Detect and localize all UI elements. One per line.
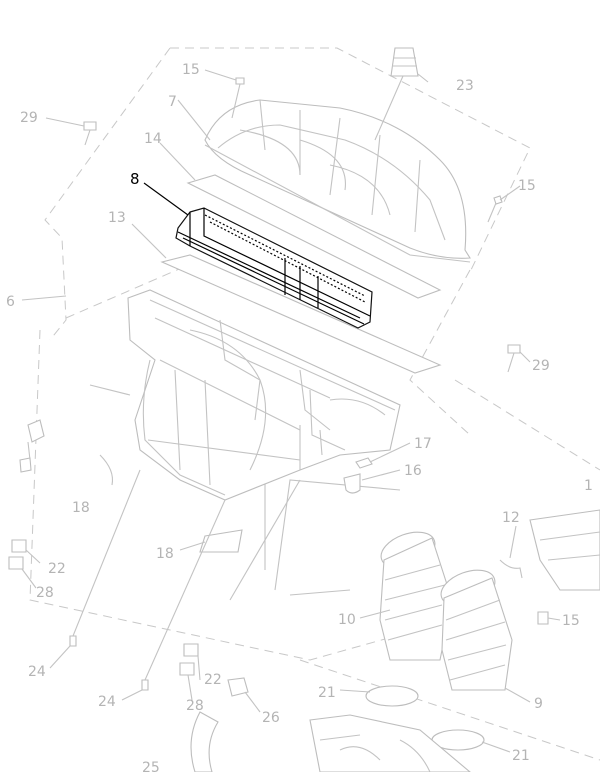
callout-29: 29 [20,110,38,126]
callout-16: 16 [404,463,422,479]
air-box-cover [204,99,471,263]
callout-24: 24 [28,664,46,680]
callout-18: 18 [72,500,90,516]
callout-26: 26 [262,710,280,726]
callout-13: 13 [108,210,126,226]
callout-15: 15 [562,613,580,629]
intake-joints [379,531,513,691]
callout-18: 18 [156,546,174,562]
callout-25: 25 [142,760,160,772]
gaskets [160,174,442,374]
callout-28: 28 [36,585,54,601]
assembly-frame-lines [29,47,600,761]
callout-17: 17 [414,436,432,452]
callout-15: 15 [182,62,200,78]
callout-10: 10 [338,612,356,628]
callout-7: 7 [168,94,177,110]
callout-24: 24 [98,694,116,710]
callout-21: 21 [318,685,336,701]
callout-29: 29 [532,358,550,374]
callout-22: 22 [204,672,222,688]
callout-9: 9 [534,696,543,712]
callout-1: 1 [584,478,593,494]
callout-8: 8 [130,170,140,188]
air-filter-element [175,207,373,329]
callout-14: 14 [144,131,162,147]
callout-21: 21 [512,748,530,764]
throttle-body [309,714,471,772]
callout-28: 28 [186,698,204,714]
callout-22: 22 [48,561,66,577]
callout-6: 6 [6,294,15,310]
fasteners [8,47,549,697]
leader-lines [21,69,561,753]
callout-23: 23 [456,78,474,94]
bracket-part-1 [529,509,600,591]
callout-15: 15 [518,178,536,194]
callout-12: 12 [502,510,520,526]
drain-hose [190,711,219,772]
callout-labels: 8 15 23 29 7 14 15 13 6 29 17 16 1 18 12… [6,62,593,772]
